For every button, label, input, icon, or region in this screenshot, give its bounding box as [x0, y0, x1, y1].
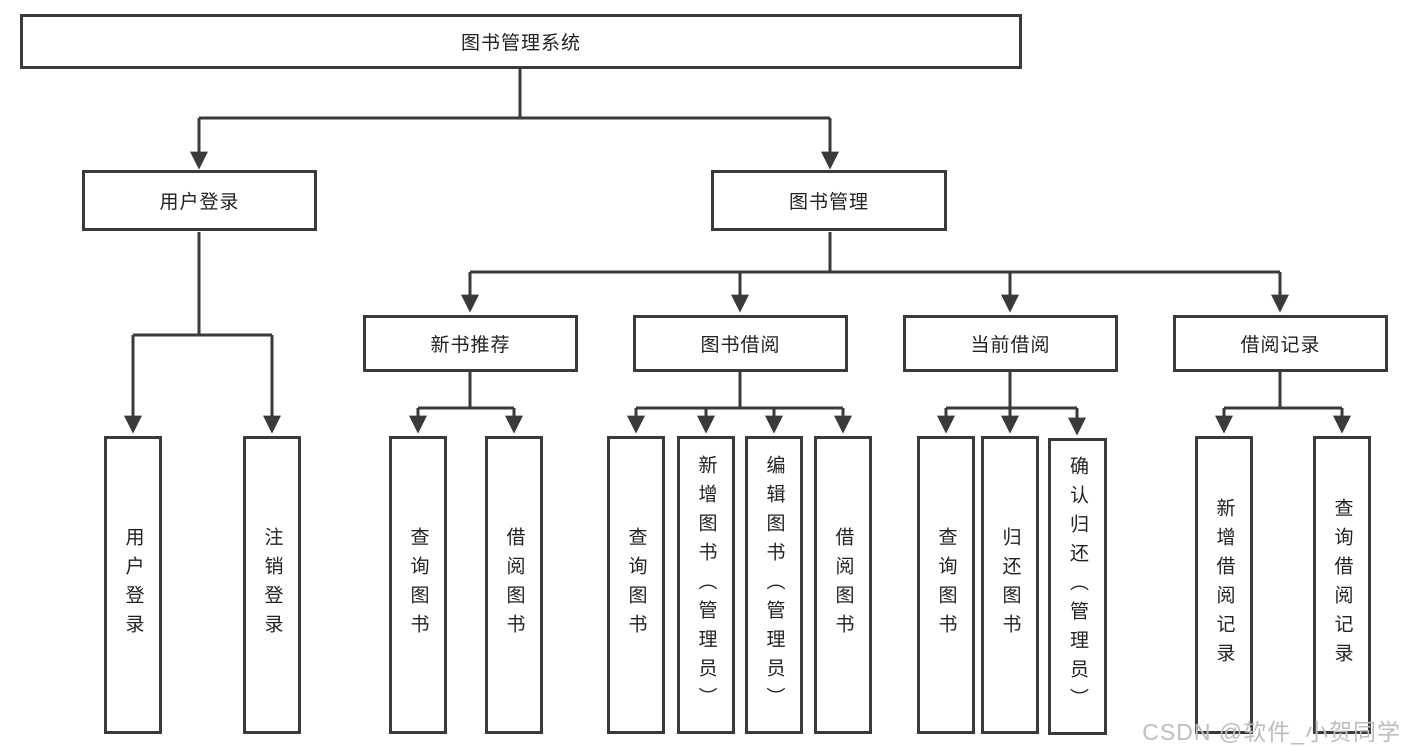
- connector-borrowrecords-stem: [1224, 372, 1342, 410]
- leaf-br-query-record-label: 查询借阅记录: [1331, 498, 1353, 672]
- connector-userlogin-stem: [133, 232, 272, 337]
- leaf-bb-query-book: 查询图书: [607, 436, 665, 734]
- leaf-cb-confirm-return: 确认归还（管理员）: [1048, 438, 1107, 735]
- node-book-borrow-label: 图书借阅: [700, 335, 781, 356]
- node-new-book-recommend-label: 新书推荐: [430, 335, 511, 356]
- leaf-bb-add-book-label: 新增图书（管理员）: [695, 454, 717, 716]
- leaf-cb-confirm-return-label: 确认归还（管理员）: [1067, 456, 1088, 717]
- leaf-bb-borrow-book: 借阅图书: [814, 436, 872, 734]
- node-current-borrow: 当前借阅: [903, 315, 1118, 372]
- leaf-cb-query-book: 查询图书: [917, 436, 975, 734]
- node-user-login: 用户登录: [82, 170, 317, 231]
- connector-root-stem: [199, 68, 830, 120]
- node-borrow-records: 借阅记录: [1173, 315, 1388, 372]
- csdn-watermark: CSDN @软件_小贺同学: [1142, 719, 1401, 745]
- leaf-br-add-record-label: 新增借阅记录: [1213, 498, 1235, 672]
- connector-bookborrow-stem: [636, 372, 843, 410]
- leaf-br-query-record: 查询借阅记录: [1313, 436, 1371, 734]
- leaf-bb-query-book-label: 查询图书: [625, 527, 647, 643]
- node-new-book-recommend: 新书推荐: [363, 315, 578, 372]
- node-user-login-label: 用户登录: [159, 192, 240, 213]
- leaf-cb-return-book-label: 归还图书: [999, 527, 1021, 643]
- leaf-bb-edit-book: 编辑图书（管理员）: [745, 436, 803, 734]
- leaf-nb-query-book: 查询图书: [389, 436, 447, 734]
- leaf-br-add-record: 新增借阅记录: [1195, 436, 1253, 734]
- leaf-cb-query-book-label: 查询图书: [935, 527, 957, 643]
- leaf-bb-add-book: 新增图书（管理员）: [677, 436, 735, 734]
- leaf-nb-borrow-book-label: 借阅图书: [503, 527, 525, 643]
- node-root-label: 图书管理系统: [460, 33, 581, 54]
- leaf-logout: 注销登录: [243, 436, 301, 734]
- leaf-bb-borrow-book-label: 借阅图书: [832, 527, 854, 643]
- node-root: 图书管理系统: [20, 14, 1022, 69]
- leaf-user-login: 用户登录: [104, 436, 162, 734]
- connector-currentborrow-stem: [946, 372, 1077, 410]
- connector-bookmgmt-stem: [470, 232, 1280, 274]
- node-book-management-label: 图书管理: [788, 192, 869, 213]
- leaf-bb-edit-book-label: 编辑图书（管理员）: [763, 454, 785, 716]
- leaf-user-login-label: 用户登录: [122, 527, 144, 643]
- leaf-cb-return-book: 归还图书: [981, 436, 1039, 734]
- leaf-nb-query-book-label: 查询图书: [407, 527, 429, 643]
- leaf-nb-borrow-book: 借阅图书: [485, 436, 543, 734]
- leaf-logout-label: 注销登录: [261, 527, 283, 643]
- node-book-management: 图书管理: [711, 170, 947, 231]
- node-current-borrow-label: 当前借阅: [970, 335, 1051, 356]
- connector-newbook-stem: [418, 372, 514, 410]
- node-book-borrow: 图书借阅: [633, 315, 848, 372]
- node-borrow-records-label: 借阅记录: [1240, 335, 1321, 356]
